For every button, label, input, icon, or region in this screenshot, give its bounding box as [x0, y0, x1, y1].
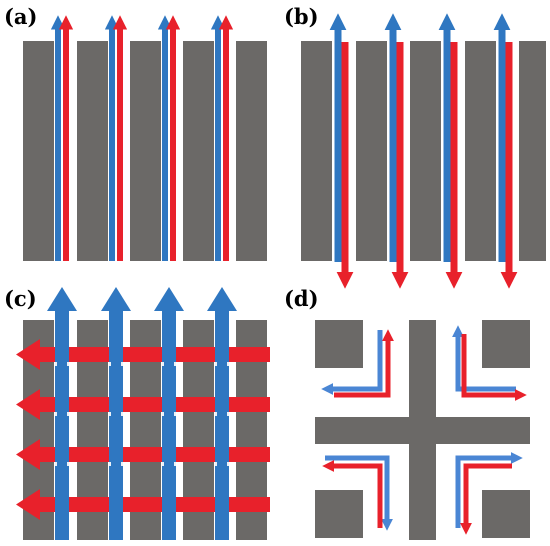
- junction-blocks-d: [315, 320, 530, 540]
- panel-c: (c): [4, 286, 270, 540]
- panel-label-d: (d): [284, 286, 319, 311]
- crossing-highlights-c: [55, 362, 229, 466]
- stripes-b: [301, 41, 546, 261]
- horizontal-flow-arrows-c: [16, 339, 270, 520]
- flow-arrows-b: [329, 13, 518, 289]
- panel-a: (a): [4, 4, 267, 261]
- panel-label-a: (a): [4, 4, 37, 29]
- panel-label-c: (c): [4, 286, 37, 311]
- panel-d: (d): [284, 286, 530, 540]
- panel-b: (b): [284, 4, 546, 289]
- stripes-a: [23, 41, 267, 261]
- flow-arrows-a: [50, 15, 234, 261]
- corner-flow-arrows-d: [321, 325, 527, 535]
- vertical-flow-arrows-c: [47, 287, 237, 540]
- panel-label-b: (b): [284, 4, 319, 29]
